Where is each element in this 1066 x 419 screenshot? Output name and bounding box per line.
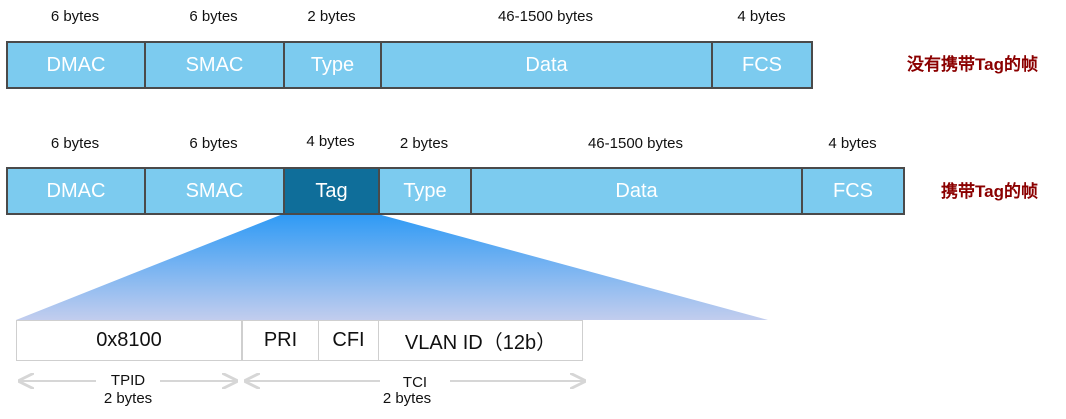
vlan-id-cell: VLAN ID（12b） xyxy=(378,320,583,361)
tci-size: 2 bytes xyxy=(382,390,432,407)
tagged-tag-size: 4 bytes xyxy=(306,133,355,150)
cfi-cell: CFI xyxy=(318,320,379,361)
tagged-dmac-field: DMAC xyxy=(6,167,146,215)
untagged-fcs-size: 4 bytes xyxy=(737,8,786,25)
untagged-data-size: 46-1500 bytes xyxy=(497,8,594,25)
untagged-dmac-size: 6 bytes xyxy=(50,8,100,25)
untagged-smac-field: SMAC xyxy=(144,41,285,89)
tagged-frame-label: 携带Tag的帧 xyxy=(941,182,1038,201)
untagged-dmac-field: DMAC xyxy=(6,41,146,89)
tagged-data-field: Data xyxy=(470,167,803,215)
tagged-smac-size: 6 bytes xyxy=(189,135,238,152)
untagged-type-size: 2 bytes xyxy=(307,8,356,25)
tag-expansion-wedge xyxy=(16,214,768,320)
tci-label: TCI xyxy=(402,374,428,391)
untagged-fcs-field: FCS xyxy=(711,41,813,89)
tagged-type-field: Type xyxy=(378,167,472,215)
tagged-data-size: 46-1500 bytes xyxy=(587,135,684,152)
tpid-label: TPID xyxy=(110,372,146,389)
untagged-smac-size: 6 bytes xyxy=(189,8,238,25)
untagged-data-field: Data xyxy=(380,41,713,89)
tagged-tag-field: Tag xyxy=(283,167,380,215)
tagged-smac-field: SMAC xyxy=(144,167,285,215)
tagged-type-size: 2 bytes xyxy=(399,135,449,152)
pri-cell: PRI xyxy=(242,320,319,361)
untagged-type-field: Type xyxy=(283,41,382,89)
tpid-value-cell: 0x8100 xyxy=(16,320,242,361)
tagged-dmac-size: 6 bytes xyxy=(50,135,100,152)
tpid-size: 2 bytes xyxy=(103,390,153,407)
tagged-fcs-size: 4 bytes xyxy=(828,135,877,152)
untagged-frame-label: 没有携带Tag的帧 xyxy=(907,55,1038,74)
tagged-fcs-field: FCS xyxy=(801,167,905,215)
